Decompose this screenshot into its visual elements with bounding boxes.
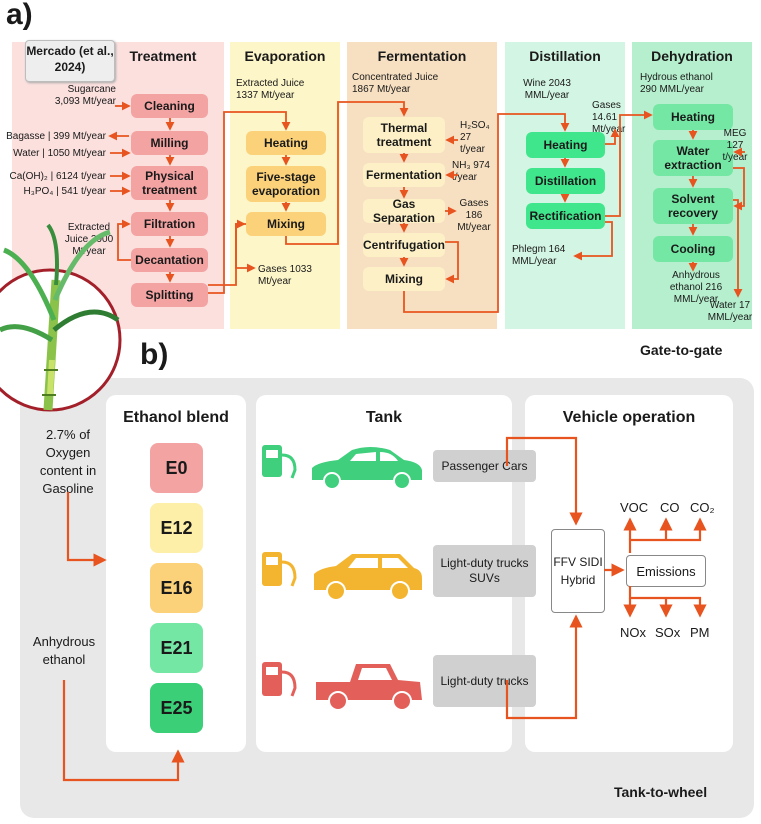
evaporation-title: Evaporation (244, 48, 326, 64)
water-extraction-box: Water extraction (653, 140, 733, 176)
caoh-note: Ca(OH)₂ | 6124 t/year (9, 171, 106, 182)
pickup-truck-icon (316, 664, 422, 711)
extracted-juice-note: Extracted Juice 2900 Mt/year (64, 222, 114, 257)
filtration-box: Filtration (131, 212, 208, 236)
nox-label: NOx (620, 625, 646, 640)
anhydrous-ethanol-input-note: Anhydrous ethanol (32, 634, 96, 667)
yellow-fuel-pump-icon (262, 552, 297, 587)
phlegm-note: Phlegm 164 MML/year (512, 244, 566, 267)
h2so4-note: H₂SO₄ 27 t/year (460, 120, 490, 155)
tank-title: Tank (365, 409, 403, 426)
fermentation-box: Fermentation (363, 163, 445, 187)
evap-mixing-box: Mixing (246, 212, 326, 236)
gas-separation-box: Gas Separation (363, 197, 445, 225)
fermentation-title: Fermentation (377, 48, 467, 64)
meg-note: MEG 127 t/year (722, 128, 748, 163)
ferm-input-note: Concentrated Juice 1867 Mt/year (352, 72, 439, 95)
suv-icon (314, 554, 422, 601)
emissions-box: Emissions (626, 555, 706, 587)
dehyd-water-note: Water 17 MML/year (707, 300, 753, 323)
ferm-gases-note: Gases 186 Mt/year (457, 198, 491, 233)
evap-input-note: Extracted Juice 1337 Mt/year (236, 78, 305, 101)
anhydrous-ethanol-note: Anhydrous ethanol 216 MML/year (669, 270, 723, 305)
cleaning-box: Cleaning (131, 94, 208, 118)
panel-b-label: b) (140, 338, 169, 371)
blend-e25: E25 (150, 683, 203, 733)
distillation-title: Distillation (529, 48, 601, 64)
dehyd-heating-box: Heating (653, 104, 733, 130)
passenger-car-icon (312, 447, 422, 490)
water-note: Water | 1050 Mt/year (13, 148, 106, 159)
dehydration-title: Dehydration (651, 48, 733, 64)
splitting-box: Splitting (131, 283, 208, 307)
co-label: CO (660, 500, 680, 515)
pm-label: PM (690, 625, 710, 640)
sox-label: SOx (655, 625, 681, 640)
thermal-treatment-box: Thermal treatment (363, 117, 445, 153)
ethanol-blend-title: Ethanol blend (123, 409, 229, 426)
gate-to-gate-label: Gate-to-gate (640, 342, 723, 358)
hydrous-ethanol-note: Hydrous ethanol 290 MML/year (640, 72, 713, 95)
wine-note: Wine 2043 MML/year (523, 78, 571, 101)
red-fuel-pump-icon (262, 662, 297, 697)
rectification-box: Rectification (526, 203, 605, 229)
ferm-mixing-box: Mixing (363, 267, 445, 291)
solvent-recovery-box: Solvent recovery (653, 188, 733, 224)
blend-e16: E16 (150, 563, 203, 613)
blend-e12: E12 (150, 503, 203, 553)
co2-label: CO₂ (690, 500, 715, 515)
nh3-note: NH₃ 974 t/year (452, 160, 490, 183)
vehicle-operation-title: Vehicle operation (562, 409, 696, 426)
engine-types-box: FFV SIDI Hybrid (551, 529, 605, 613)
suv-label: Light-duty trucks SUVs (433, 545, 536, 597)
treatment-title: Treatment (129, 48, 197, 64)
sugarcane-icon (0, 223, 122, 412)
sugarcane-note: Sugarcane 3,093 Mt/year (54, 84, 116, 107)
green-fuel-pump-icon (262, 445, 297, 479)
distillation-box: Distillation (526, 168, 605, 194)
physical-treatment-box: Physical treatment (131, 166, 208, 200)
milling-box: Milling (131, 131, 208, 155)
dist-heating-box: Heating (526, 132, 605, 158)
centrifugation-box: Centrifugation (363, 233, 445, 257)
cooling-box: Cooling (653, 236, 733, 262)
h3po4-note: H₃PO₄ | 541 t/year (23, 186, 106, 197)
mercado-reference: Mercado (et al., 2024) (25, 40, 115, 82)
blend-e0: E0 (150, 443, 203, 493)
tank-to-wheel-label: Tank-to-wheel (614, 784, 708, 800)
blend-e21: E21 (150, 623, 203, 673)
evap-heating-box: Heating (246, 131, 326, 155)
panel-a-label: a) (6, 0, 33, 31)
panel-b-arrows (62, 436, 707, 782)
oxygen-content-note: 2.7% of Oxygen content in Gasoline (39, 427, 97, 496)
five-stage-evaporation-box: Five-stage evaporation (246, 166, 326, 202)
voc-label: VOC (620, 500, 649, 515)
bagasse-note: Bagasse | 399 Mt/year (6, 131, 106, 142)
evap-gases-note: Gases 1033 Mt/year (258, 264, 312, 287)
decantation-box: Decantation (131, 248, 208, 272)
process-arrows (108, 101, 745, 313)
dist-gases-note: Gases 14.61 Mt/year (592, 100, 626, 135)
